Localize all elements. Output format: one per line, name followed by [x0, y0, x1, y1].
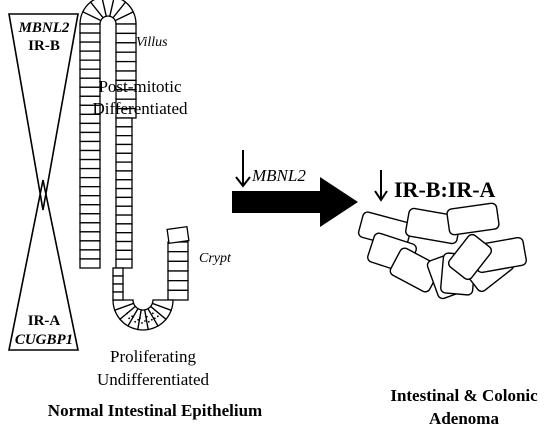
villus-left-cell	[79, 204, 101, 215]
transition-arrow	[232, 177, 358, 227]
inner-wall-cell	[115, 249, 133, 260]
cugbp1-gradient-label: CUGBP1	[15, 332, 73, 348]
ir-b-gradient-triangle	[8, 13, 79, 211]
villus-left-cell	[79, 32, 101, 43]
stem-cell-granule	[134, 320, 137, 323]
villus-left-cell	[79, 140, 101, 152]
adenoma-cell	[447, 233, 493, 281]
stem-cell-granule	[128, 317, 131, 320]
crypt-left-cell	[112, 283, 124, 293]
ir-ratio-label: IR-B:IR-A	[394, 177, 496, 202]
villus-left-cell	[79, 258, 101, 269]
crypt-label: Crypt	[199, 251, 232, 266]
crypt-left-cell	[112, 267, 124, 277]
mbnl2-gradient-label: MBNL2	[18, 20, 70, 36]
inner-wall-cell	[115, 170, 133, 181]
inner-wall-cell	[115, 161, 133, 172]
villus-left-cell	[79, 231, 101, 242]
inner-wall-cell	[115, 258, 133, 269]
adenoma-caption-line-1: Intestinal & Colonic	[390, 386, 538, 405]
villus-right-cell	[115, 51, 137, 63]
stem-cell-granule	[126, 312, 129, 315]
ir-a-gradient-label: IR-A	[28, 313, 61, 329]
ir-b-gradient-label: IR-B	[28, 38, 60, 54]
villus-left-cell	[79, 176, 101, 188]
inner-wall-cell	[115, 196, 133, 207]
villus-right-cell	[115, 32, 137, 44]
villus-left-cell	[79, 68, 101, 79]
inner-wall-cell	[115, 117, 133, 128]
inner-wall-cell	[115, 232, 133, 243]
stem-cell-granule	[156, 315, 159, 318]
down-arrow-icon	[235, 150, 251, 188]
stem-cell-granule	[145, 315, 148, 318]
villus-left-cell	[79, 41, 101, 52]
stem-cell-granule	[147, 320, 150, 323]
crypt-villus-epithelium	[79, 0, 190, 331]
crypt-right-cell	[167, 280, 189, 291]
villus-left-cell	[79, 50, 101, 61]
villus-left-cell	[79, 77, 101, 88]
proliferating-label: Proliferating	[110, 347, 196, 366]
villus-right-cell	[115, 42, 137, 53]
villus-left-cell	[79, 222, 101, 233]
crypt-left-cell	[112, 275, 124, 285]
stem-cell-granule	[153, 317, 156, 320]
villus-left-cell	[79, 213, 101, 224]
villus-left-cell	[79, 167, 101, 179]
isoform-gradient	[8, 13, 79, 351]
villus-label: Villus	[136, 35, 168, 50]
villus-right-cell	[115, 23, 137, 35]
villus-left-cell	[79, 240, 101, 251]
inner-wall-cell	[115, 187, 133, 199]
crypt-right-cell	[167, 260, 189, 272]
villus-left-cell	[79, 59, 101, 70]
adenoma-caption-line-2: Adenoma	[429, 409, 499, 428]
stem-cell-granule	[137, 318, 140, 321]
crypt-left-cell	[112, 291, 124, 301]
mbnl2-arrow-label: MBNL2	[251, 166, 306, 185]
stem-cell-granule	[132, 315, 135, 318]
stem-cell-granule	[141, 322, 143, 324]
inner-wall-cell	[115, 205, 133, 216]
crypt-right-cell	[167, 289, 189, 301]
inner-wall-cell	[115, 126, 133, 137]
stem-cell-granule	[151, 312, 154, 315]
stem-cell-granule	[144, 320, 146, 322]
normal-epithelium-caption: Normal Intestinal Epithelium	[48, 401, 262, 420]
down-arrow-icon	[374, 170, 388, 202]
crypt-right-cell	[167, 251, 189, 262]
post-mitotic-label: Post-mitotic	[98, 77, 182, 96]
villus-left-cell	[79, 186, 101, 197]
crypt-base-cell	[151, 299, 174, 312]
inner-wall-cell	[115, 152, 133, 163]
undifferentiated-label: Undifferentiated	[97, 370, 210, 389]
villus-left-cell	[79, 131, 101, 143]
villus-left-cell	[79, 86, 101, 97]
inner-wall-cell	[115, 143, 133, 154]
villus-left-cell	[79, 149, 101, 161]
inner-wall-cell	[115, 179, 133, 190]
ir-a-gradient-triangle	[8, 179, 79, 351]
inner-wall-cell	[115, 223, 133, 234]
villus-left-cell	[79, 23, 101, 34]
crypt-right-cell	[167, 270, 189, 282]
villus-right-cell	[115, 60, 137, 72]
villus-left-cell	[79, 158, 101, 170]
stem-cell-granule	[139, 317, 141, 319]
adenoma-cell	[446, 202, 500, 236]
stem-cell-granule	[150, 318, 153, 321]
crypt-top-cell	[166, 225, 190, 245]
differentiated-label: Differentiated	[92, 99, 188, 118]
inner-wall-cell	[115, 134, 133, 146]
inner-wall-cell	[115, 240, 133, 252]
inner-wall-cell	[115, 214, 133, 225]
villus-left-cell	[79, 249, 101, 260]
adenoma-cells	[357, 202, 527, 300]
villus-left-cell	[79, 122, 101, 134]
villus-left-cell	[79, 195, 101, 206]
transition-arrow-shape	[232, 177, 358, 227]
